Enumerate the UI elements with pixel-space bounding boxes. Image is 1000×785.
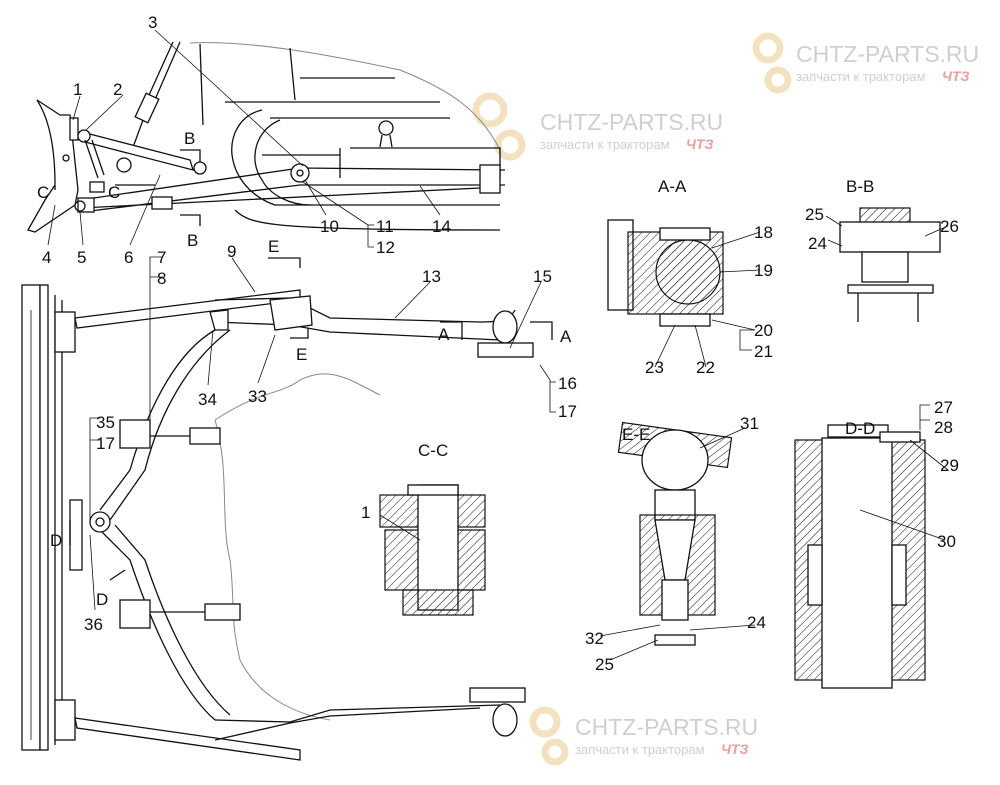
watermark-top: CHTZ-PARTS.RU запчасти к тракторам ЧТЗ <box>472 92 723 161</box>
callout-33: 33 <box>248 387 267 406</box>
callout-labels: 3 1 2 C C B B 4 5 6 10 11 12 14 7 8 9 E … <box>37 13 959 674</box>
svg-text:запчасти к тракторам: запчасти к тракторам <box>540 137 670 152</box>
section-a-a <box>607 219 761 368</box>
section-title-d-d: D-D <box>845 419 875 438</box>
callout-13: 13 <box>422 267 441 286</box>
svg-text:запчасти к тракторам: запчасти к тракторам <box>575 742 705 757</box>
cut-mark-c: C <box>108 183 120 202</box>
cut-mark-a: A <box>560 327 572 346</box>
cut-mark-b: B <box>187 231 198 250</box>
callout-2: 2 <box>113 80 122 99</box>
callout-24: 24 <box>747 613 766 632</box>
svg-text:CHTZ-PARTS.RU: CHTZ-PARTS.RU <box>796 41 979 67</box>
callout-14: 14 <box>432 217 451 236</box>
callout-20: 20 <box>754 321 773 340</box>
svg-text:CHTZ-PARTS.RU: CHTZ-PARTS.RU <box>540 109 723 135</box>
section-c-c <box>379 484 486 616</box>
callout-1: 1 <box>361 503 370 522</box>
svg-text:запчасти к тракторам: запчасти к тракторам <box>796 69 926 84</box>
callout-17: 17 <box>96 434 115 453</box>
callout-22: 22 <box>696 358 715 377</box>
cut-mark-c: C <box>37 183 49 202</box>
section-e-e <box>599 421 756 661</box>
cut-mark-b: B <box>184 129 195 148</box>
callout-35: 35 <box>96 413 115 432</box>
cut-mark-e: E <box>296 345 307 364</box>
callout-34: 34 <box>198 390 217 409</box>
callout-32: 32 <box>585 629 604 648</box>
section-title-c-c: C-C <box>418 441 448 460</box>
callout-18: 18 <box>754 223 773 242</box>
callout-8: 8 <box>157 269 166 288</box>
callout-31: 31 <box>740 414 759 433</box>
callout-26: 26 <box>940 217 959 236</box>
cut-mark-d: D <box>50 531 62 550</box>
callout-15: 15 <box>533 267 552 286</box>
callout-10: 10 <box>320 217 339 236</box>
section-title-b-b: B-B <box>846 177 874 196</box>
callout-25: 25 <box>595 655 614 674</box>
section-b-b <box>825 207 949 322</box>
callout-3: 3 <box>148 13 157 32</box>
side-view <box>27 29 506 248</box>
callout-19: 19 <box>754 261 773 280</box>
svg-text:ЧТЗ: ЧТЗ <box>721 741 748 757</box>
callout-5: 5 <box>77 248 86 267</box>
callout-27: 27 <box>934 398 953 417</box>
callout-29: 29 <box>940 456 959 475</box>
callout-25: 25 <box>805 205 824 224</box>
cut-mark-e: E <box>268 237 279 256</box>
svg-text:CHTZ-PARTS.RU: CHTZ-PARTS.RU <box>575 714 758 740</box>
callout-23: 23 <box>645 358 664 377</box>
svg-text:ЧТЗ: ЧТЗ <box>686 136 713 152</box>
cut-mark-d: D <box>96 590 108 609</box>
section-title-a-a: A-A <box>658 177 687 196</box>
callout-11: 11 <box>376 217 394 236</box>
section-d-d <box>794 404 949 689</box>
callout-28: 28 <box>934 418 953 437</box>
callout-17: 17 <box>558 402 577 421</box>
callout-9: 9 <box>227 242 236 261</box>
callout-6: 6 <box>124 248 133 267</box>
plan-view <box>21 256 556 761</box>
callout-30: 30 <box>937 532 956 551</box>
callout-7: 7 <box>157 248 166 267</box>
cut-mark-a: A <box>438 325 450 344</box>
watermark-middle: CHTZ-PARTS.RU запчасти к тракторам ЧТЗ <box>752 32 979 94</box>
callout-12: 12 <box>376 238 395 257</box>
callout-36: 36 <box>84 615 103 634</box>
watermark-bottom: CHTZ-PARTS.RU запчасти к тракторам ЧТЗ <box>529 706 758 766</box>
callout-24: 24 <box>808 234 827 253</box>
section-title-e-e: E-E <box>622 425 650 444</box>
callout-16: 16 <box>558 374 577 393</box>
callout-4: 4 <box>42 248 51 267</box>
callout-21: 21 <box>754 342 773 361</box>
svg-text:ЧТЗ: ЧТЗ <box>942 68 969 84</box>
callout-1: 1 <box>73 80 82 99</box>
